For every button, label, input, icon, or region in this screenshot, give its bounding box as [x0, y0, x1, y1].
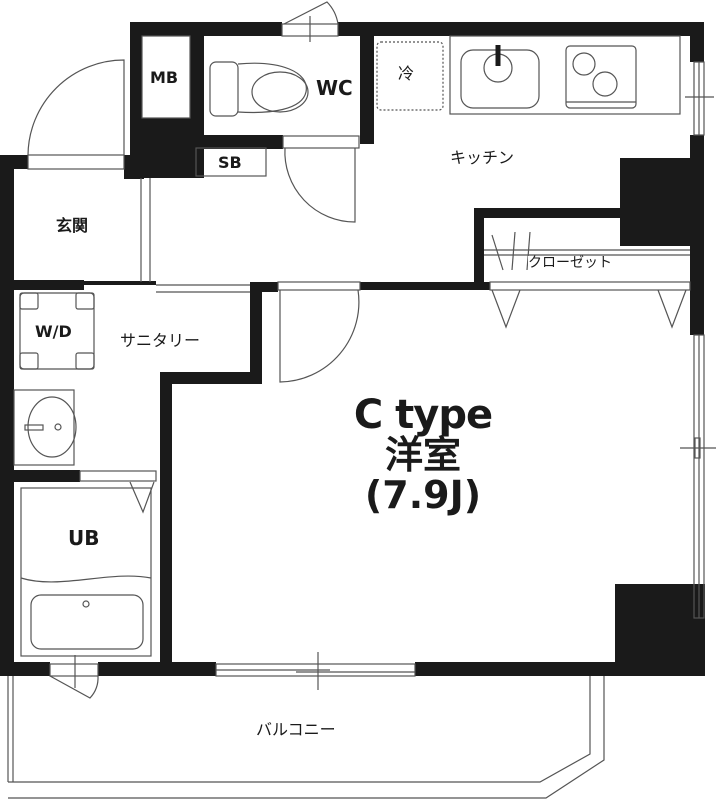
washer-dryer-label: W/D: [35, 322, 72, 341]
wc-label: WC: [316, 76, 353, 100]
balcony-label: バルコニー: [256, 720, 336, 739]
fridge-label: 冷: [398, 64, 415, 83]
sanitary-label: サニタリー: [120, 331, 201, 350]
unit-bath-label: UB: [68, 526, 100, 550]
main-room-size: (7.9J): [364, 472, 482, 517]
mb-label: MB: [150, 68, 179, 87]
fixtures: [7, 1, 716, 799]
main-room-name: 洋室: [384, 433, 461, 477]
entrance-label: 玄関: [56, 216, 89, 235]
sb-label: SB: [218, 153, 242, 172]
walls: [0, 22, 705, 676]
closet-label: クローゼット: [528, 255, 612, 271]
kitchen-label: キッチン: [450, 148, 515, 167]
main-room-label: C type 洋室 (7.9J): [318, 394, 528, 516]
type-title: C type: [353, 392, 493, 438]
